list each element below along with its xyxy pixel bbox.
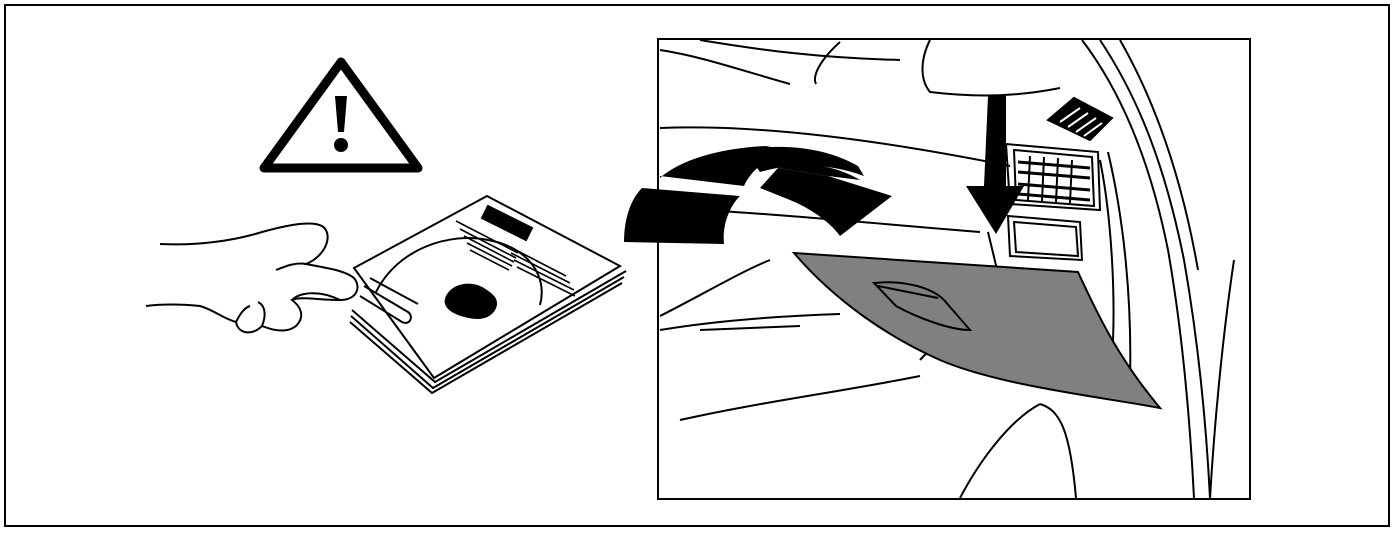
owners-manual-icon <box>350 196 626 393</box>
hand-icon <box>146 224 358 333</box>
warning-triangle-icon <box>264 62 418 168</box>
